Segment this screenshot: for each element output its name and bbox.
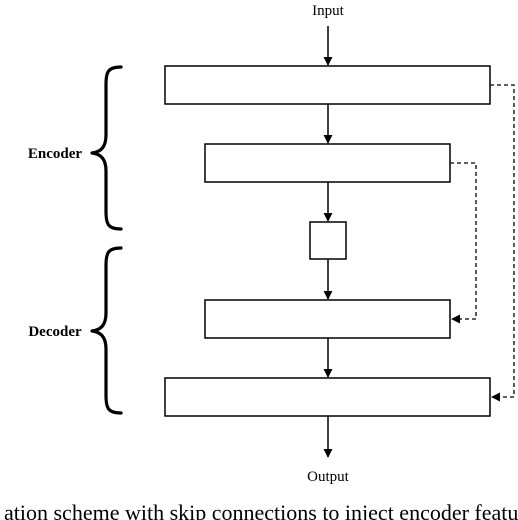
- decoder-layer-2: [164, 377, 491, 417]
- encoder-brace: [90, 65, 123, 231]
- skip-connection-inner: [450, 162, 477, 324]
- input-label: Input: [312, 3, 344, 19]
- encoder-layer-1: [164, 65, 491, 105]
- skip-connection-outer: [490, 84, 515, 402]
- decoder-brace: [90, 246, 123, 415]
- bottleneck-layer: [309, 221, 347, 260]
- decoder-label: Decoder: [28, 324, 82, 340]
- encoder-layer-2: [204, 143, 451, 183]
- figure-caption: ation scheme with skip connections to in…: [4, 500, 518, 520]
- encoder-label: Encoder: [28, 146, 83, 162]
- decoder-layer-1: [204, 299, 451, 339]
- output-label: Output: [307, 469, 350, 485]
